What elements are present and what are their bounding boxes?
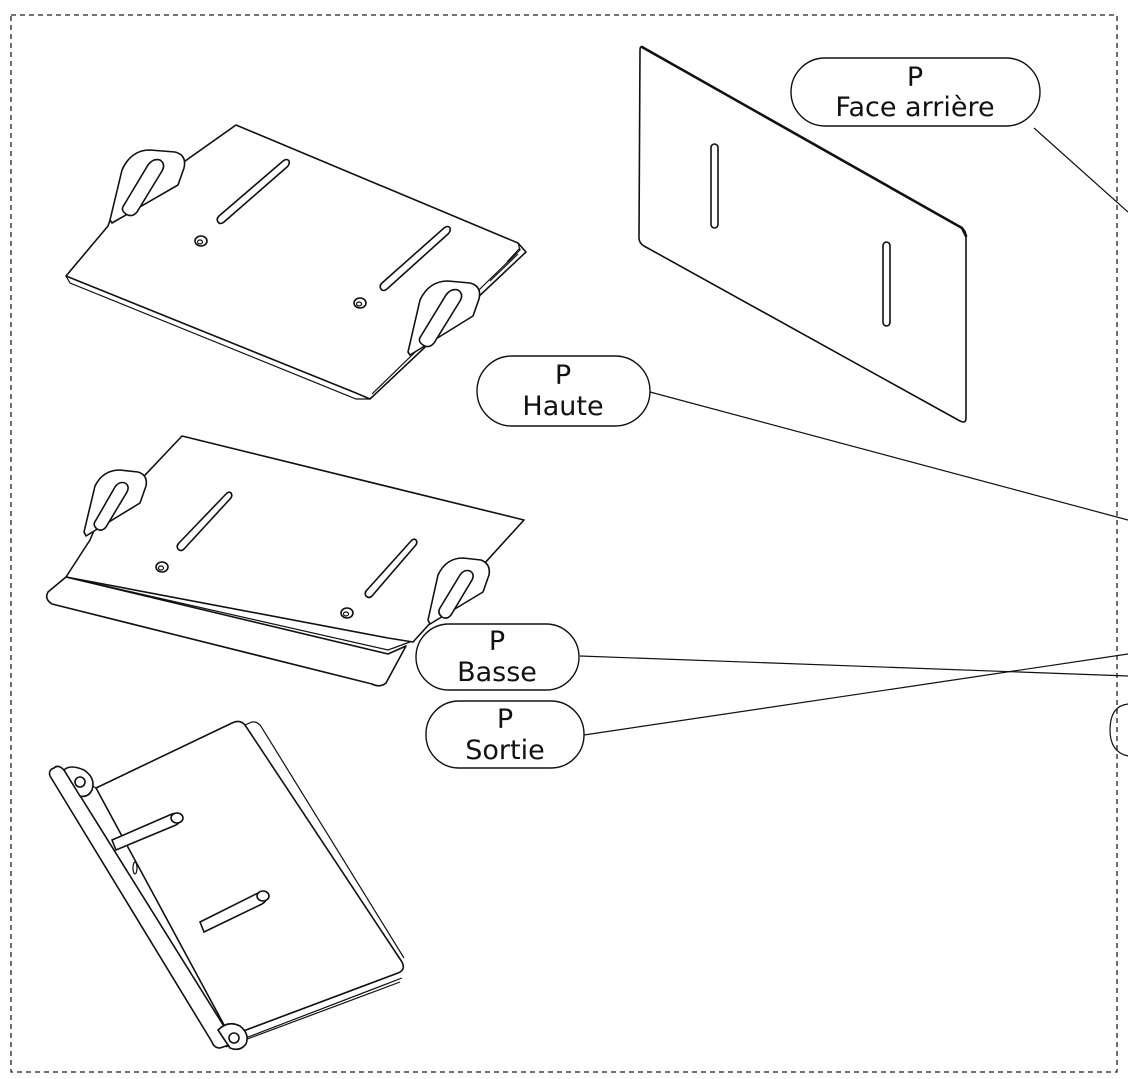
- callout-sortie-letter: P: [497, 704, 513, 735]
- callout-basse-label: Basse: [457, 657, 537, 688]
- callout-face-arriere: P Face arrière: [790, 57, 1041, 127]
- part-face-arriere: [638, 45, 968, 423]
- callout-sortie: P Sortie: [425, 700, 585, 769]
- callout-face-arriere-label: Face arrière: [835, 92, 994, 123]
- sheet-border: [10, 14, 1118, 1073]
- part-basse: [45, 435, 525, 687]
- callout-basse: P Basse: [415, 623, 580, 691]
- callout-sortie-label: Sortie: [465, 735, 544, 766]
- part-sortie: [48, 720, 405, 1051]
- callout-haute-letter: P: [555, 360, 571, 391]
- leader-lines: [579, 127, 1128, 757]
- callout-haute: P Haute: [476, 355, 651, 427]
- part-haute: [65, 124, 527, 400]
- callout-haute-label: Haute: [522, 391, 603, 422]
- callout-basse-letter: P: [489, 626, 505, 657]
- callout-face-arriere-letter: P: [907, 62, 923, 93]
